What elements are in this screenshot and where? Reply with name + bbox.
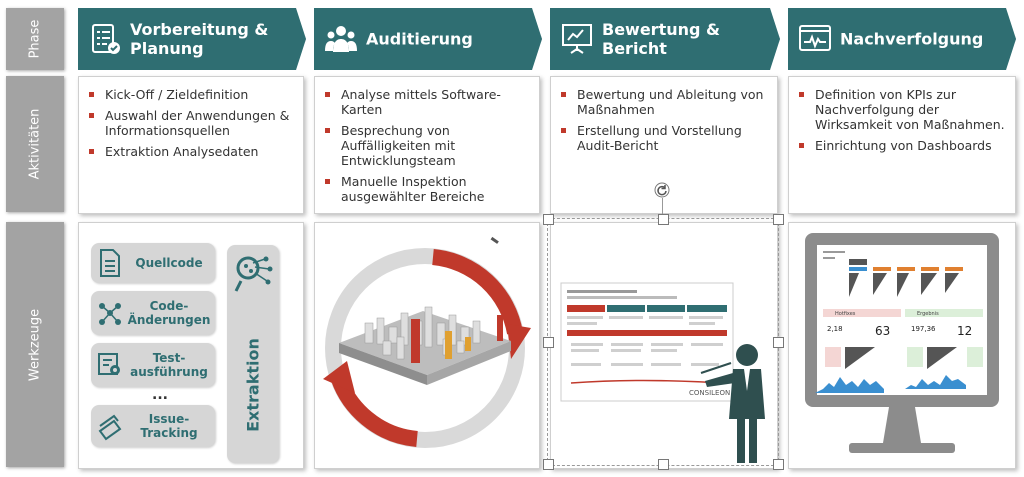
resize-handle-ml[interactable] bbox=[543, 337, 554, 348]
row-label-aktivitaeten-text: Aktivitäten bbox=[27, 108, 43, 180]
phase-header-vorbereitung: Vorbereitung & Planung bbox=[78, 8, 306, 70]
activity-item: Besprechung von Auffälligkeiten mit Entw… bbox=[325, 123, 529, 168]
resize-handle-tl[interactable] bbox=[543, 214, 554, 225]
phase-header-bewertung: Bewertung & Bericht bbox=[550, 8, 780, 70]
resize-handle-bm[interactable] bbox=[658, 459, 669, 470]
tool-quellcode: Quellcode bbox=[91, 243, 215, 283]
tool-label: Issue-Tracking bbox=[140, 412, 198, 440]
checklist-icon bbox=[88, 22, 122, 56]
activity-item: Extraktion Analysedaten bbox=[89, 144, 293, 159]
monitor-pulse-icon bbox=[798, 22, 832, 56]
row-label-werkzeuge: Werkzeuge bbox=[6, 222, 64, 467]
tools-box-nachverfolgung: Hotfixes Ergebnis 2,18 63 197,36 12 bbox=[788, 222, 1016, 469]
ticket-stack-icon bbox=[98, 414, 122, 441]
phase-title: Auditierung bbox=[366, 29, 473, 49]
resize-handle-mr[interactable] bbox=[773, 337, 784, 348]
gear-icon bbox=[98, 353, 120, 375]
row-label-aktivitaeten: Aktivitäten bbox=[6, 76, 64, 212]
phase-title: Bewertung & Bericht bbox=[602, 20, 720, 58]
resize-handle-tm[interactable] bbox=[658, 214, 669, 225]
activity-item: Bewertung und Ableitung von Maßnahmen bbox=[561, 87, 767, 117]
resize-handle-tr[interactable] bbox=[773, 214, 784, 225]
dashboard-panel-left-title: Hotfixes bbox=[835, 311, 856, 317]
extraction-label: Extraktion bbox=[243, 338, 263, 432]
tool-issue-tracking: Issue-Tracking bbox=[91, 405, 215, 447]
resize-handle-br[interactable] bbox=[773, 459, 784, 470]
kpi-left-1: 2,18 bbox=[827, 325, 843, 333]
rotate-handle-stem bbox=[662, 198, 663, 214]
tool-code-aenderungen: Code-Änderungen bbox=[91, 291, 215, 335]
activity-item: Kick-Off / Zieldefinition bbox=[89, 87, 293, 102]
document-icon bbox=[100, 249, 120, 277]
activities-box-auditierung: Analyse mittels Software-Karten Besprech… bbox=[314, 76, 540, 214]
software-city-illustration bbox=[323, 236, 531, 448]
row-label-werkzeuge-text: Werkzeuge bbox=[27, 308, 43, 381]
activity-item: Erstellung und Vorstellung Audit-Bericht bbox=[561, 123, 767, 153]
activity-item: Definition von KPIs zur Nachverfolgung d… bbox=[799, 87, 1005, 132]
selection-frame bbox=[547, 218, 779, 466]
team-icon bbox=[324, 22, 358, 56]
tools-ellipsis: ... bbox=[152, 387, 168, 403]
tool-testausfuehrung: Test-ausführung bbox=[91, 343, 215, 387]
code-graph-icon bbox=[99, 303, 121, 325]
tool-label: Quellcode bbox=[135, 256, 203, 270]
phase-title: Nachverfolgung bbox=[840, 29, 984, 49]
tools-box-vorbereitung: Quellcode Code-Änderungen Test-ausführun… bbox=[78, 222, 304, 469]
phase-header-nachverfolgung: Nachverfolgung bbox=[788, 8, 1016, 70]
kpi-right-2: 12 bbox=[957, 324, 972, 338]
search-network-icon bbox=[234, 256, 273, 292]
report-presentation-illustration: CONSILEON bbox=[560, 282, 765, 463]
row-label-phase-text: Phase bbox=[27, 19, 43, 59]
kpi-right-1: 197,36 bbox=[911, 325, 936, 333]
consileon-logo: CONSILEON bbox=[689, 389, 730, 397]
activities-box-vorbereitung: Kick-Off / Zieldefinition Auswahl der An… bbox=[78, 76, 304, 214]
presentation-board-icon bbox=[560, 22, 594, 56]
kpi-left-2: 63 bbox=[875, 324, 890, 338]
activity-item: Auswahl der Anwendungen & Informationsqu… bbox=[89, 108, 293, 138]
dashboard-panel-right-title: Ergebnis bbox=[917, 311, 939, 317]
phase-header-auditierung: Auditierung bbox=[314, 8, 542, 70]
tool-label: Test-ausführung bbox=[130, 351, 208, 379]
phase-title: Vorbereitung & Planung bbox=[130, 20, 269, 58]
row-label-phase: Phase bbox=[6, 8, 64, 70]
activities-box-nachverfolgung: Definition von KPIs zur Nachverfolgung d… bbox=[788, 76, 1016, 214]
activity-item: Analyse mittels Software-Karten bbox=[325, 87, 529, 117]
dashboard-monitor-illustration: Hotfixes Ergebnis 2,18 63 197,36 12 bbox=[805, 233, 999, 453]
tools-box-auditierung bbox=[314, 222, 540, 469]
activity-item: Manuelle Inspektion ausgewählter Bereich… bbox=[325, 174, 529, 204]
activity-item: Einrichtung von Dashboards bbox=[799, 138, 1005, 153]
extraction-panel: Extraktion bbox=[227, 245, 279, 463]
tools-box-bewertung: CONSILEON bbox=[550, 222, 778, 469]
tool-label: Code-Änderungen bbox=[127, 299, 211, 327]
rotate-handle-icon[interactable] bbox=[654, 182, 670, 198]
resize-handle-bl[interactable] bbox=[543, 459, 554, 470]
